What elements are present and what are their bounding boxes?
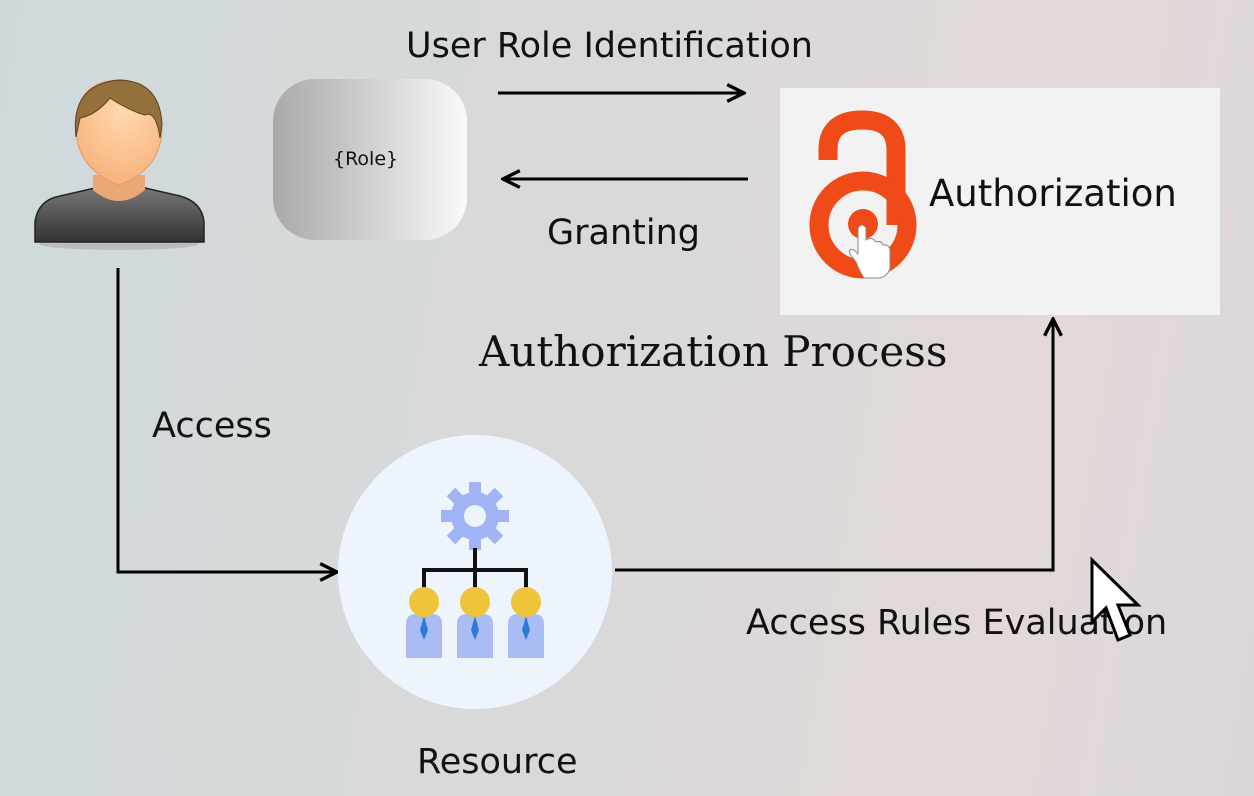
authorization-text: Authorization (929, 172, 1177, 215)
lock-keyhole (848, 209, 878, 239)
role-box (273, 79, 467, 240)
label-access-rules-evaluation: Access Rules Evaluation (746, 603, 1168, 643)
user-avatar-icon (34, 79, 205, 250)
role-text: {Role} (333, 148, 399, 170)
arrow-access-rules-evaluation (615, 319, 1053, 572)
pointing-hand-icon (849, 224, 891, 279)
label-user-role-identification: User Role Identification (406, 26, 813, 66)
arrow-access (116, 268, 337, 572)
label-granting: Granting (547, 213, 700, 253)
label-resource: Resource (417, 742, 578, 782)
label-access: Access (152, 406, 272, 446)
team-hierarchy-gear-icon (406, 482, 544, 658)
diagram-title: Authorization Process (479, 327, 948, 376)
